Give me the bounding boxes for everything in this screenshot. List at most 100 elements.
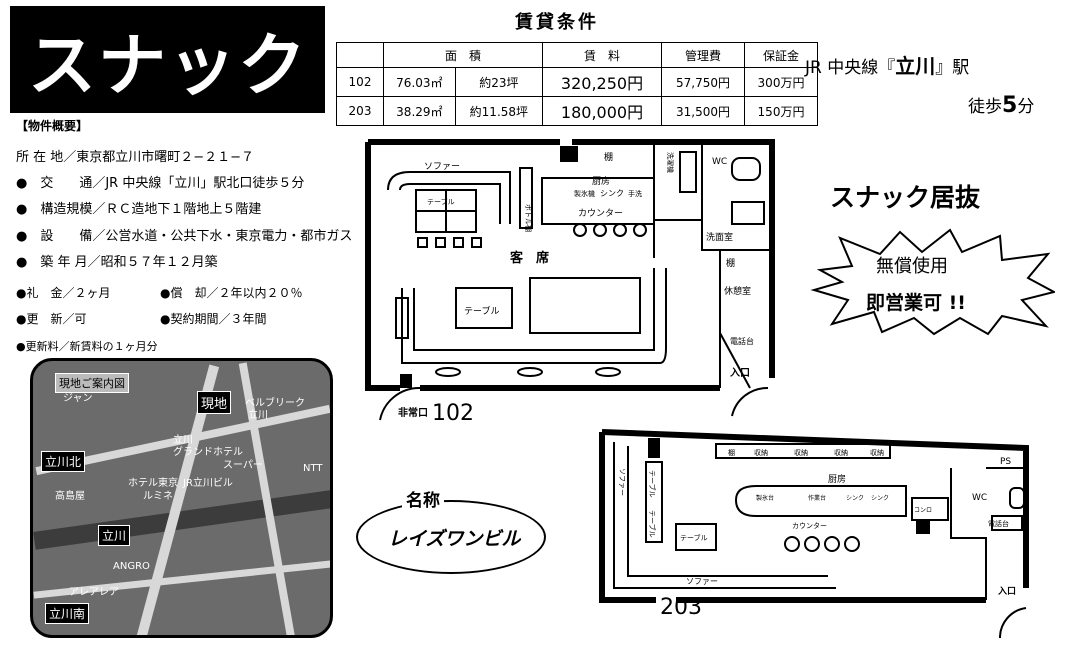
table-label: テーブル [680,533,708,542]
bottle-shelf [395,297,409,339]
area-tsubo-cell: 約23坪 [454,67,544,97]
counter-label: カウンター [578,208,623,219]
unit-cell: 203 [336,96,384,126]
partition [701,142,772,251]
map-label: ホテル東京 [128,478,178,489]
map-label: スーパー [223,460,263,471]
bottle-shelf [519,167,533,229]
wall [601,429,1029,588]
partition [719,332,751,389]
name-oval [356,500,546,574]
unit-number: 203 [660,595,702,620]
partition [950,468,987,600]
overview-title: 【物件概要】 [16,119,89,133]
sofa-outline [627,446,828,577]
map-label: ANGRO [113,561,150,572]
overview-item: ● 築 年 月／昭和５７年１２月築 [16,255,218,270]
station-end: 』駅 [935,58,970,78]
sofa-outline [613,442,836,589]
kitchen-label: 厨房 [592,175,610,187]
bottle-label: ボトル棚 [524,204,533,232]
shelf-label: 棚 [728,448,735,457]
walk-info: 徒歩5分 [968,92,1034,118]
mgmt-cell: 31,500円 [661,96,745,126]
storage-label: 収納 [794,448,808,457]
map-title: 現地ご案内図 [55,373,129,393]
entrance-label: 入口 [730,367,750,379]
toilet [1009,487,1025,509]
overview-item: ●更 新／可 [16,312,87,326]
entrance-label: 入口 [997,586,1016,597]
sink-label: シンク [871,495,889,502]
terms-header-row: 面 積 賃 料 管理費 保証金 [336,42,818,68]
shelf-label: 棚 [604,151,613,163]
counter-label: カウンター [792,521,827,530]
seats-label: 客 席 [510,250,549,266]
stove-label: コンロ [914,507,932,514]
overview-item: ●償 却／２年以内２０％ [160,286,303,300]
sofa-label: ソファー [424,162,460,172]
terms-table: 面 積 賃 料 管理費 保証金 102 76.03㎡ 約23坪 320,250円… [336,42,818,126]
unit-number: 102 [432,401,474,426]
storage-label: 収納 [870,448,884,457]
table-102 [529,277,641,334]
overview-item: ● 設 備／公営水道・公共下水・東京電力・都市ガス [16,229,353,244]
overview-item: 所 在 地／東京都立川市曙町２−２１−７ [16,150,255,165]
map-label: NTT [303,463,323,474]
terms-header-rent: 賃 料 [542,42,662,68]
terms-row: 102 76.03㎡ 約23坪 320,250円 57,750円 300万円 [336,67,818,97]
table-203 [675,523,717,551]
storage-shelf [715,443,891,459]
unit-cell: 102 [336,67,384,97]
area-tsubo-cell: 約11.58坪 [454,96,544,126]
area-m2-cell: 76.03㎡ [383,67,456,97]
rent-cell: 320,250円 [542,67,662,97]
promo-headline: スナック居抜 [830,183,981,212]
sofa-label: ソファー [618,468,626,496]
wall [572,139,775,378]
floorplan-203: ソファー テーブル テーブル テーブル ソファー 棚 収納 収納 収納 収納 厨… [599,429,1029,639]
map-station: 立川北 [41,451,86,472]
washroom-label: 洗面室 [706,231,733,243]
work-label: 作業台 [808,494,826,502]
door-swing [379,386,421,421]
sofa-outline [399,183,501,224]
toilet [731,157,761,181]
overview-item: ● 構造規模／ＲＣ造地下１階地上５階建 [16,202,262,217]
walk-num: 5 [1002,93,1018,118]
hand-label: 手洗 [628,189,642,198]
walk-pre: 徒歩 [968,97,1002,117]
map-label: ルミネ [143,491,173,502]
table-label: テーブル [648,470,657,498]
terms-header-deposit: 保証金 [744,42,818,68]
map-site-marker: 現地 [197,391,232,414]
overview-item: ● 交 通／JR 中央線「立川」駅北口徒歩５分 [16,176,305,191]
promo-line2: 即営業可 !! [866,292,966,314]
door-swing [731,386,769,417]
table-label: テーブル [648,510,657,538]
map-label: グランドホテル [173,447,243,458]
elec-label: 電話台 [730,336,754,346]
map-station: 立川南 [45,603,90,624]
counter-outline [735,485,907,517]
overview-item: ●礼 金／２ヶ月 [16,286,111,300]
station-line: JR 中央線『 [805,58,896,78]
sink-label: シンク [846,495,864,502]
sofa-label: ソファー [686,577,718,586]
ps-label: PS [1000,457,1011,467]
shelf-label: 棚 [726,257,735,269]
deposit-cell: 150万円 [744,96,818,126]
table-label: テーブル [427,197,455,206]
washbasin [731,201,765,225]
storage-label: 収納 [754,448,768,457]
promo-line1: 無償使用 [876,256,948,277]
walk-post: 分 [1017,97,1035,117]
elec-label: 電話台 [988,519,1009,528]
sofa-outline [387,171,511,224]
ice-label: 製氷台 [756,494,774,502]
overview-item: ●契約期間／３年間 [160,312,267,326]
emergency-label: 非常口 [398,406,428,419]
overview-item: ●更新料／新賃料の１ヶ月分 [16,340,158,353]
door-swing [998,607,1027,639]
sofa-outline [401,268,667,364]
